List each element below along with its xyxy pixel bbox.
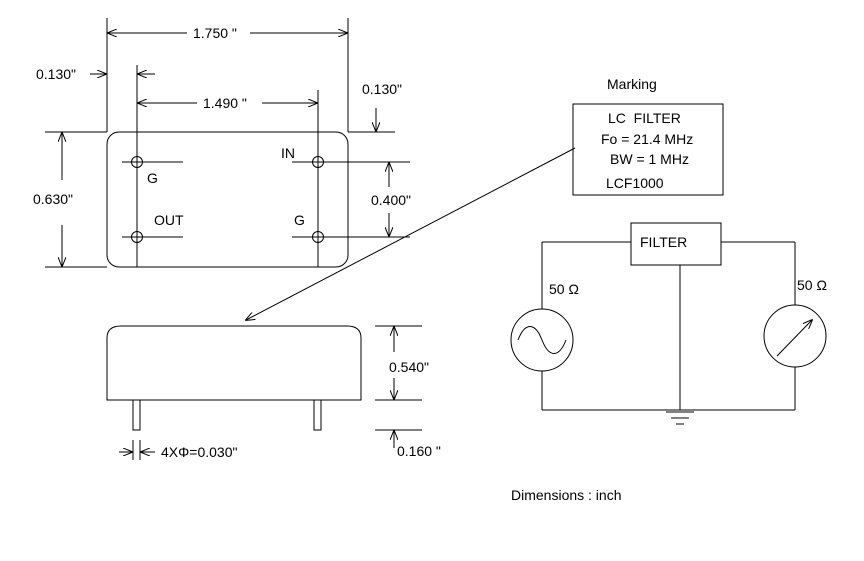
dim-edge-offset: 0.130" bbox=[362, 81, 402, 97]
lead-left bbox=[132, 399, 141, 431]
pin-g-bottom bbox=[312, 231, 324, 243]
ac-source-icon bbox=[510, 308, 574, 372]
marking-leader-arrow bbox=[246, 147, 576, 320]
side-view: 0.540" 0.160 " 4XΦ=0.030" bbox=[106, 325, 441, 460]
marking-line-4: LCF1000 bbox=[606, 175, 664, 191]
dim-width: 0.630" bbox=[33, 191, 73, 207]
marking-title: Marking bbox=[607, 76, 657, 92]
pin-g-top bbox=[131, 156, 143, 168]
package-outline-side bbox=[106, 325, 362, 401]
pin-label-g-top: G bbox=[147, 170, 158, 186]
meter-icon bbox=[763, 304, 827, 368]
dim-pin-diameter: 4XΦ=0.030" bbox=[161, 444, 238, 460]
load-impedance-label: 50 Ω bbox=[797, 277, 827, 293]
marking-line-1: LC FILTER bbox=[608, 110, 681, 126]
dim-body-height: 0.540" bbox=[389, 359, 429, 375]
package-outline-top bbox=[106, 131, 349, 268]
dim-pin-pitch: 1.490 " bbox=[203, 95, 247, 111]
source-impedance-label: 50 Ω bbox=[549, 281, 579, 297]
marking-line-3: BW = 1 MHz bbox=[610, 151, 689, 167]
lead-right bbox=[313, 399, 322, 431]
pin-label-in: IN bbox=[281, 145, 295, 161]
pin-in bbox=[312, 156, 324, 168]
marking-frame bbox=[572, 103, 724, 196]
top-view: G IN OUT G 1.750 " 0.130" 1.490 " 0.130"… bbox=[33, 18, 411, 268]
units-note: Dimensions : inch bbox=[511, 487, 622, 503]
dim-overall-length: 1.750 " bbox=[193, 25, 237, 41]
marking-line-2: Fo = 21.4 MHz bbox=[601, 131, 693, 147]
pin-out bbox=[131, 231, 143, 243]
ground-icon bbox=[666, 411, 694, 425]
marking-box: Marking LC FILTER Fo = 21.4 MHz BW = 1 M… bbox=[572, 76, 724, 196]
dim-pin-row-spacing: 0.400" bbox=[371, 192, 411, 208]
filter-block bbox=[630, 222, 722, 266]
test-circuit: FILTER 50 Ω 50 Ω bbox=[510, 222, 827, 425]
pin-label-g-bottom: G bbox=[294, 212, 305, 228]
filter-block-label: FILTER bbox=[640, 234, 687, 250]
dim-pin-offset: 0.130" bbox=[36, 66, 76, 82]
dim-pin-length: 0.160 " bbox=[397, 443, 441, 459]
pin-label-out: OUT bbox=[154, 212, 184, 228]
